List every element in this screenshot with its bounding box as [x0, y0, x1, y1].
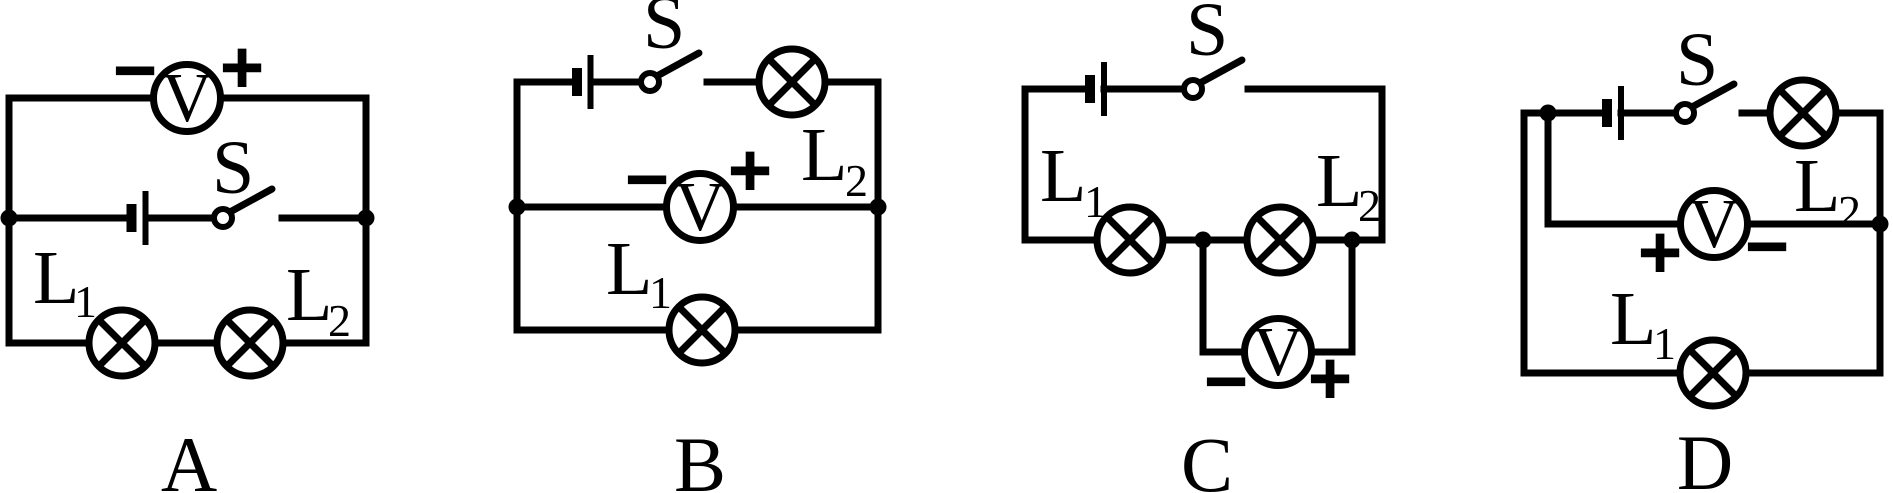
lamp1-label: L [606, 227, 652, 311]
switch-icon [211, 185, 276, 230]
lamp1-subscript: 1 [1084, 176, 1107, 227]
lamp2-subscript: 2 [1838, 186, 1861, 237]
voltmeter-plus-label: + [726, 135, 775, 203]
switch-icon [638, 49, 703, 94]
junction-dot [1539, 104, 1557, 122]
option-caption: A [161, 421, 217, 493]
voltmeter-label: V [675, 169, 726, 246]
lamp-cross [1687, 347, 1739, 399]
lamp-l2-icon [755, 45, 829, 119]
lamp-cross [224, 317, 276, 369]
voltmeter-circle [1677, 187, 1751, 261]
lamp2-subscript: 2 [1358, 180, 1381, 231]
lamp2-subscript: 2 [328, 295, 351, 346]
switch-pivot [211, 206, 235, 230]
voltmeter-icon: V [663, 169, 737, 246]
voltmeter-plus-label: + [1636, 217, 1685, 285]
voltmeter-plus-label: + [218, 32, 267, 100]
battery-icon [1602, 86, 1624, 140]
lamp-cross [766, 56, 818, 108]
junction-dot [869, 198, 887, 216]
lamp-l1-icon [1093, 203, 1167, 277]
voltmeter-label: V [1253, 314, 1304, 391]
lamp2-label: L [1316, 139, 1362, 223]
lamp2-label: L [1794, 144, 1840, 228]
switch-blade [1688, 80, 1738, 111]
lamp-cross [1777, 87, 1829, 139]
junction-dot [357, 209, 375, 227]
voltmeter-minus-label: − [1202, 346, 1251, 414]
voltmeter-label: V [162, 60, 213, 137]
voltmeter-plus-label: + [1306, 343, 1355, 411]
junction-dot [1343, 231, 1361, 249]
lamp1-subscript: 1 [1653, 318, 1676, 369]
circuit-b: V S − + L 2 L 1 B [508, 0, 887, 493]
voltmeter-circle [150, 61, 224, 135]
voltmeter-circle [1241, 315, 1315, 389]
lamp-l2-icon [213, 306, 287, 380]
circuit-a: V − + S L 1 L 2 A [0, 31, 375, 493]
lamp-l1-icon [1676, 336, 1750, 410]
junction-dot [1871, 215, 1889, 233]
voltmeter-icon: V [1677, 186, 1751, 263]
junction-dot [0, 209, 18, 227]
lamp-cross [96, 317, 148, 369]
lamp1-label: L [1610, 277, 1656, 361]
lamp2-subscript: 2 [845, 155, 868, 206]
option-caption: C [1181, 421, 1233, 493]
voltmeter-minus-label: − [1743, 211, 1792, 279]
switch-pivot [1673, 101, 1697, 125]
voltmeter-icon: V [1241, 314, 1315, 391]
lamp2-label: L [801, 113, 847, 197]
lamp-cross [1104, 214, 1156, 266]
lamp-cross [1254, 214, 1306, 266]
voltmeter-minus-label: − [111, 35, 160, 103]
lamp1-subscript: 1 [649, 267, 672, 318]
option-caption: D [1677, 419, 1733, 493]
switch-blade [226, 185, 276, 216]
voltmeter-minus-label: − [623, 144, 672, 212]
lamp1-label: L [33, 236, 79, 320]
option-caption: B [674, 421, 726, 493]
lamp-l2-icon [1243, 203, 1317, 277]
battery-icon [126, 191, 149, 245]
switch-label: S [643, 0, 685, 65]
switch-blade [653, 49, 703, 80]
switch-label: S [212, 126, 254, 210]
voltmeter-circle [663, 170, 737, 244]
lamp-l2-icon [1766, 76, 1840, 150]
circuit-d: V S + − L 2 L 1 D [1520, 18, 1889, 493]
lamp2-label: L [286, 253, 332, 337]
lamp-l1-icon [85, 306, 159, 380]
lamp-l1-icon [665, 293, 739, 367]
wire [5, 94, 370, 347]
switch-blade [1196, 56, 1246, 87]
battery-icon [572, 55, 594, 109]
lamp1-subscript: 1 [74, 276, 97, 327]
switch-icon [1181, 56, 1246, 101]
lamp-cross [676, 304, 728, 356]
switch-label: S [1186, 0, 1228, 72]
junction-dot [1194, 231, 1212, 249]
junction-dot [508, 198, 526, 216]
circuit-c: V S L 1 L 2 − + C [1021, 0, 1386, 493]
voltmeter-icon: V [150, 60, 224, 137]
switch-pivot [638, 70, 662, 94]
switch-pivot [1181, 77, 1205, 101]
voltmeter-label: V [1689, 186, 1740, 263]
battery-icon [1085, 62, 1107, 116]
lamp1-label: L [1040, 134, 1086, 218]
switch-label: S [1676, 18, 1718, 102]
switch-icon [1673, 80, 1738, 125]
